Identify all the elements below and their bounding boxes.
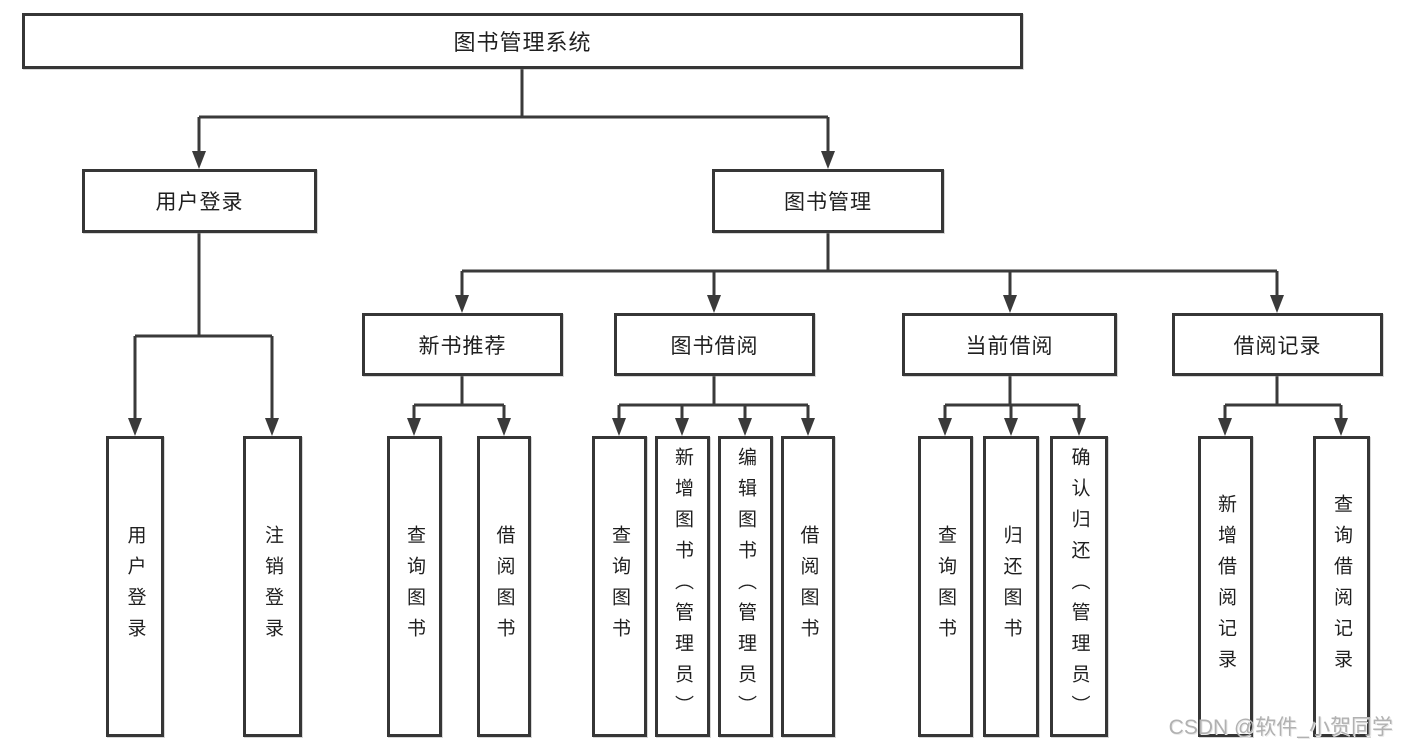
leaf-logout-label: 注销登录: [262, 524, 283, 649]
leaf-query-books-3: 查询图书: [918, 436, 973, 737]
arrowheads-root: [192, 151, 835, 169]
arrowheads-book-borrow: [612, 418, 815, 436]
leaf-confirm-return-admin-label: 确认归还（管理员）: [1068, 447, 1090, 726]
connector-new-book: [412, 376, 506, 421]
leaf-query-books-1-label: 查询图书: [404, 524, 425, 649]
leaf-query-books-3-label: 查询图书: [935, 524, 956, 649]
node-borrow-record: 借阅记录: [1172, 313, 1383, 376]
connector-book-borrow: [617, 376, 810, 421]
leaf-add-borrow-record: 新增借阅记录: [1198, 436, 1253, 737]
arrowheads-book-mgmt: [455, 295, 1284, 313]
node-user-login-group-label: 用户登录: [155, 191, 244, 214]
connector-root: [197, 69, 830, 155]
leaf-query-books-2: 查询图书: [592, 436, 647, 737]
node-root-label: 图书管理系统: [453, 30, 592, 55]
connector-borrow-record: [1223, 376, 1343, 421]
leaf-query-books-1: 查询图书: [387, 436, 442, 737]
connector-user-login: [133, 233, 274, 421]
node-book-management-label: 图书管理: [784, 191, 872, 214]
leaf-edit-books-admin-label: 编辑图书（管理员）: [735, 447, 756, 726]
node-book-borrow-label: 图书借阅: [670, 334, 759, 358]
node-new-book-recommend-label: 新书推荐: [418, 334, 507, 358]
leaf-borrow-books-1: 借阅图书: [477, 436, 531, 737]
leaf-query-borrow-record-label: 查询借阅记录: [1331, 493, 1352, 680]
leaf-user-login: 用户登录: [106, 436, 164, 737]
leaf-add-borrow-record-label: 新增借阅记录: [1215, 493, 1236, 680]
leaf-confirm-return-admin: 确认归还（管理员）: [1050, 436, 1108, 737]
leaf-return-books-label: 归还图书: [1000, 524, 1022, 649]
leaf-return-books: 归还图书: [983, 436, 1039, 737]
connector-current-borrow: [943, 376, 1081, 421]
leaf-borrow-books-2: 借阅图书: [781, 436, 835, 737]
leaf-borrow-books-1-label: 借阅图书: [493, 524, 515, 649]
csdn-watermark: CSDN @软件_小贺同学: [1168, 716, 1393, 739]
node-user-login-group: 用户登录: [82, 169, 317, 233]
leaf-add-books-admin: 新增图书（管理员）: [655, 436, 710, 737]
arrowheads-current-borrow: [938, 418, 1086, 436]
node-current-borrow-label: 当前借阅: [965, 334, 1054, 358]
node-book-management: 图书管理: [712, 169, 944, 233]
leaf-add-books-admin-label: 新增图书（管理员）: [672, 447, 693, 726]
node-root: 图书管理系统: [22, 13, 1023, 69]
arrowheads-new-book: [407, 418, 511, 436]
leaf-logout: 注销登录: [243, 436, 302, 737]
node-new-book-recommend: 新书推荐: [362, 313, 563, 376]
node-book-borrow: 图书借阅: [614, 313, 815, 376]
connector-book-mgmt: [460, 233, 1279, 297]
leaf-borrow-books-2-label: 借阅图书: [797, 524, 819, 649]
node-current-borrow: 当前借阅: [902, 313, 1117, 376]
leaf-edit-books-admin: 编辑图书（管理员）: [718, 436, 773, 737]
leaf-query-books-2-label: 查询图书: [609, 524, 630, 649]
leaf-user-login-label: 用户登录: [124, 524, 146, 649]
arrowheads-borrow-record: [1218, 418, 1348, 436]
leaf-query-borrow-record: 查询借阅记录: [1313, 436, 1370, 737]
node-borrow-record-label: 借阅记录: [1233, 334, 1322, 358]
arrowheads-user-login: [128, 418, 279, 436]
